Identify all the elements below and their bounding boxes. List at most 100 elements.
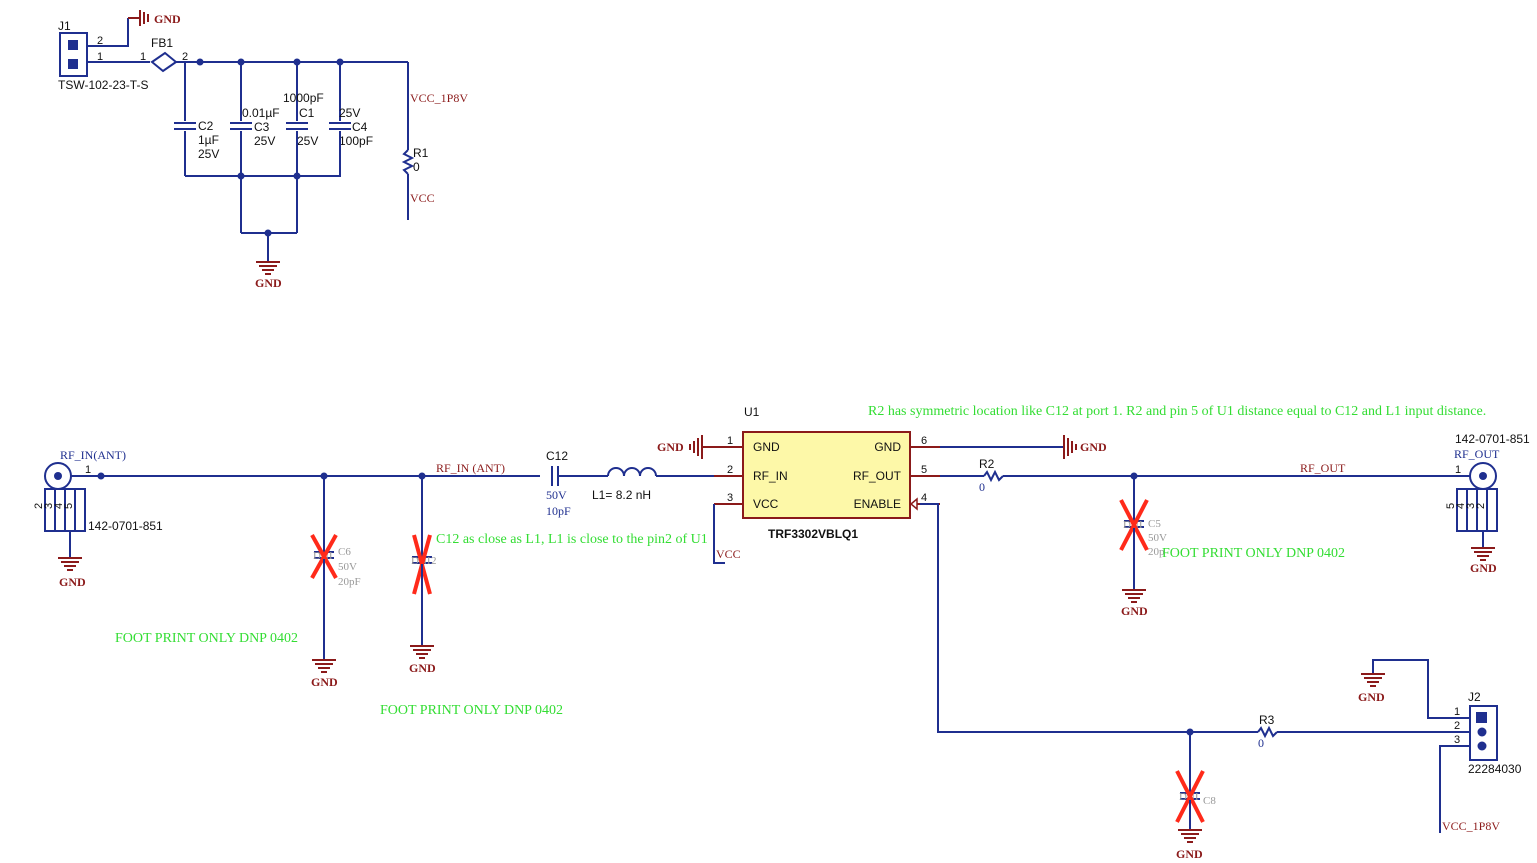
- rf-in-connector[interactable]: RF_IN(ANT) 1 2 3 4 5 142-0701-851: [33, 448, 163, 533]
- net-label-rf-in: RF_IN (ANT): [436, 461, 505, 475]
- c2-capacitor[interactable]: C2 1µF 25V: [174, 119, 219, 161]
- net-label-rf-out: RF_OUT: [1300, 461, 1346, 475]
- c6-capacitor-dni[interactable]: DNI C6 50V 20pF: [310, 534, 361, 588]
- r2-value: 0: [979, 480, 985, 494]
- net-label-vcc-1p8v: VCC_1P8V: [410, 91, 468, 105]
- c12-ref: C12: [546, 449, 568, 463]
- c4-voltage: 25V: [339, 106, 360, 120]
- gnd-label-c5: GND: [1121, 604, 1148, 618]
- gnd-symbol-c6: GND: [311, 659, 338, 689]
- c4-value: 100pF: [339, 134, 373, 148]
- j2-connector[interactable]: J2 1 2 3 22284030: [1454, 690, 1522, 776]
- u1-pin1-num: 1: [727, 435, 733, 447]
- c1-voltage: 25V: [297, 134, 318, 148]
- gnd-symbol-c-mid: GND: [409, 645, 436, 675]
- gnd-symbol-u1-left: GND: [657, 435, 714, 459]
- rf-out-conn-label: RF_OUT: [1454, 447, 1500, 461]
- gnd-symbol-power: GND: [255, 261, 282, 290]
- rf-in-pin-a: 2: [33, 503, 45, 509]
- c1-ref: C1: [299, 106, 315, 120]
- gnd-symbol-j2: GND: [1358, 673, 1385, 704]
- rf-out-pin1: 1: [1455, 464, 1461, 476]
- rf-out-pin-a: 5: [1445, 503, 1457, 509]
- c4-ref: C4: [352, 120, 368, 134]
- fb1-pin2: 2: [182, 51, 188, 63]
- u1-pin4-num: 4: [921, 492, 927, 504]
- c5-v1: 50V: [1148, 532, 1167, 544]
- c8-ref: C8: [1203, 795, 1216, 807]
- c5-ref: C5: [1148, 518, 1161, 530]
- c2-value: 1µF: [198, 133, 219, 147]
- rf-in-pin-c: 4: [53, 503, 65, 509]
- r1-resistor[interactable]: R1 0: [401, 146, 429, 175]
- u1-pin6-name: GND: [874, 440, 901, 454]
- u1-pin5-num: 5: [921, 464, 927, 476]
- net-label-j2-vcc-1p8v: VCC_1P8V: [1442, 819, 1500, 833]
- j2-pin2: 2: [1454, 720, 1460, 732]
- gnd-label-c6: GND: [311, 675, 338, 689]
- rf-out-pin-c: 3: [1465, 503, 1477, 509]
- c8-capacitor-dni[interactable]: DNI C8: [1175, 770, 1216, 823]
- gnd-symbol-c8: GND: [1176, 829, 1203, 861]
- gnd-label-power: GND: [255, 276, 282, 290]
- fb1-ref: FB1: [151, 36, 173, 50]
- u1-pin4-name: ENABLE: [854, 497, 901, 511]
- c6-v2: 20pF: [338, 576, 361, 588]
- note-r2: R2 has symmetric location like C12 at po…: [868, 404, 1486, 419]
- c-mid-capacitor-dni[interactable]: DNI 2: [411, 534, 437, 595]
- gnd-label-c-mid: GND: [409, 661, 436, 675]
- u1-pin1-name: GND: [753, 440, 780, 454]
- c3-ref: C3: [254, 120, 270, 134]
- gnd-label-c8: GND: [1176, 847, 1203, 861]
- net-label-u1-vcc: VCC: [716, 547, 741, 561]
- u1-pin3-num: 3: [727, 492, 733, 504]
- u1-pin2-name: RF_IN: [753, 469, 788, 483]
- l1-label: L1= 8.2 nH: [592, 488, 651, 502]
- u1-pin5-name: RF_OUT: [853, 469, 902, 483]
- r2-resistor[interactable]: R2 0: [979, 457, 1004, 494]
- r3-value: 0: [1258, 736, 1264, 750]
- u1-pin2-num: 2: [727, 464, 733, 476]
- gnd-symbol-rf-in: GND: [58, 557, 86, 589]
- c3-capacitor[interactable]: 0.01µF C3 25V: [230, 106, 280, 148]
- rf-out-part: 142-0701-851: [1455, 432, 1530, 446]
- c6-ref: C6: [338, 546, 351, 558]
- gnd-label-rf-in: GND: [59, 575, 86, 589]
- c12-value: 10pF: [546, 504, 571, 518]
- rf-in-part: 142-0701-851: [88, 519, 163, 533]
- u1-ic[interactable]: U1 TRF3302VBLQ1 1 2 3 GND RF_IN VCC 6 5 …: [714, 405, 940, 541]
- note-footprint-c5: FOOT PRINT ONLY DNP 0402: [1162, 546, 1345, 561]
- r1-value: 0: [413, 160, 420, 174]
- gnd-symbol-u1-right: GND: [1063, 435, 1107, 459]
- c1-value: 1000pF: [283, 91, 324, 105]
- c1-capacitor[interactable]: 1000pF C1 25V: [283, 91, 324, 148]
- rf-in-conn-label: RF_IN(ANT): [60, 448, 126, 462]
- c12-voltage: 50V: [546, 488, 567, 502]
- c12-capacitor[interactable]: C12 50V 10pF: [546, 449, 571, 518]
- note-footprint-c-mid: FOOT PRINT ONLY DNP 0402: [380, 703, 563, 718]
- l1-inductor[interactable]: L1= 8.2 nH: [592, 467, 657, 502]
- net-label-vcc: VCC: [410, 191, 435, 205]
- c3-voltage: 25V: [254, 134, 275, 148]
- gnd-symbol-c5: GND: [1121, 589, 1148, 618]
- j2-pin3: 3: [1454, 734, 1460, 746]
- j2-pin1: 1: [1454, 706, 1460, 718]
- gnd-label-u1-right: GND: [1080, 440, 1107, 454]
- j1-pin2: 2: [97, 35, 103, 47]
- rf-out-connector[interactable]: 142-0701-851 RF_OUT 1 5 4 3 2: [1445, 432, 1530, 532]
- c5-capacitor-dni[interactable]: DNI C5 50V 20p: [1119, 499, 1167, 558]
- r3-ref: R3: [1259, 713, 1275, 727]
- c-mid-ref: 2: [431, 555, 437, 567]
- gnd-symbol-top: GND: [128, 10, 181, 26]
- r3-resistor[interactable]: R3 0: [1257, 713, 1278, 750]
- gnd-label-j2: GND: [1358, 690, 1385, 704]
- c2-voltage: 25V: [198, 147, 219, 161]
- j1-pin1: 1: [97, 51, 103, 63]
- fb1-pin1: 1: [140, 51, 146, 63]
- j1-connector[interactable]: J1 TSW-102-23-T-S 2 1: [58, 19, 148, 92]
- j1-ref: J1: [58, 19, 71, 33]
- fb1-ferrite-bead[interactable]: FB1 1 2: [140, 36, 188, 73]
- c4-capacitor[interactable]: 25V C4 100pF: [329, 106, 373, 148]
